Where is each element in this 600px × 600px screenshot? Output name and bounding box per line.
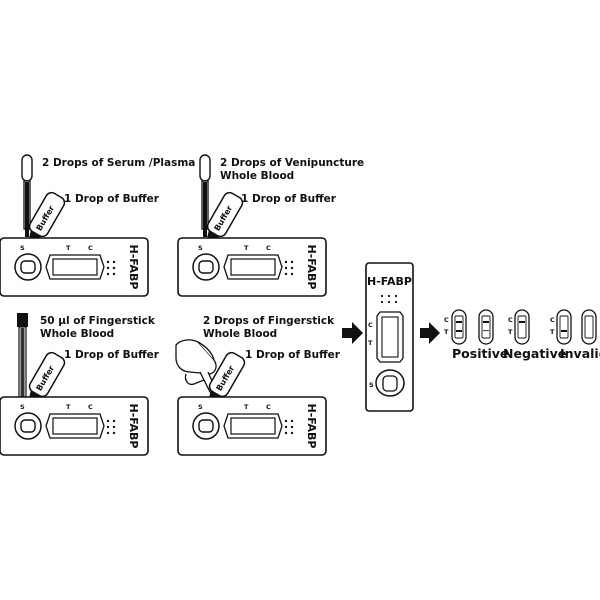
positive-strip-1 xyxy=(451,309,467,345)
cassette-brand: H-FABP xyxy=(127,245,140,290)
buffer-instruction-label: 1 Drop of Buffer xyxy=(245,349,341,361)
test-marker: T xyxy=(244,244,249,252)
buffer-bottle-icon: Buffer xyxy=(201,349,248,408)
buffer-instruction-label: 1 Drop of Buffer xyxy=(241,193,337,205)
buffer-bottle-icon: Buffer xyxy=(21,189,68,248)
pipette-icon xyxy=(199,154,211,237)
buffer-bottle-icon: Buffer xyxy=(21,349,68,408)
panel-fingerstick-drops: 2 Drops of Fingerstick Whole Blood Buffe… xyxy=(175,315,341,456)
test-cassette: C T S H-FABP xyxy=(0,396,149,456)
sample-marker: S xyxy=(198,244,203,252)
result-invalid-label: Invalid xyxy=(560,346,600,361)
panel-venipuncture: 2 Drops of Venipuncture Whole Blood Buff… xyxy=(177,154,364,297)
sample-marker: S xyxy=(198,403,203,411)
arrow-right-icon xyxy=(342,322,363,344)
test-marker: T xyxy=(244,403,249,411)
vertical-test-cassette: H-FABP C T S xyxy=(365,262,414,412)
test-marker: T xyxy=(508,328,513,336)
test-marker: T xyxy=(66,244,71,252)
sample-instruction-label: 2 Drops of Fingerstick xyxy=(203,315,335,327)
pipette-icon xyxy=(21,154,33,237)
sample-marker: S xyxy=(20,244,25,252)
sample-instruction-label: 2 Drops of Venipuncture xyxy=(220,157,364,169)
invalid-strip-1 xyxy=(556,309,572,345)
control-marker: C xyxy=(444,316,449,324)
sample-marker: S xyxy=(369,381,374,389)
control-marker: C xyxy=(550,316,555,324)
result-positive-group: C T Positive xyxy=(444,309,508,361)
test-marker: T xyxy=(444,328,449,336)
panel-fingerstick-capillary: 50 µl of Fingerstick Whole Blood Buffer … xyxy=(0,313,160,456)
control-marker: C xyxy=(368,321,373,329)
negative-strip xyxy=(514,309,530,345)
test-marker: T xyxy=(368,339,373,347)
test-cassette: C T S H-FABP xyxy=(177,396,327,456)
test-marker: T xyxy=(66,403,71,411)
sample-instruction-label-2: Whole Blood xyxy=(203,328,277,340)
control-marker: C xyxy=(266,403,271,411)
buffer-instruction-label: 1 Drop of Buffer xyxy=(64,193,160,205)
cassette-brand: H-FABP xyxy=(305,404,318,449)
buffer-bottle-icon: Buffer xyxy=(199,189,246,248)
control-marker: C xyxy=(88,403,93,411)
capillary-tube-icon xyxy=(17,313,28,400)
cassette-brand: H-FABP xyxy=(127,404,140,449)
arrow-right-icon xyxy=(420,322,440,344)
positive-strip-2 xyxy=(478,309,494,345)
sample-marker: S xyxy=(20,403,25,411)
sample-instruction-label-2: Whole Blood xyxy=(220,170,294,182)
test-cassette: C T S H-FABP xyxy=(0,237,149,297)
buffer-instruction-label: 1 Drop of Buffer xyxy=(64,349,160,361)
sample-instruction-label: 2 Drops of Serum /Plasma xyxy=(42,157,195,169)
control-marker: C xyxy=(266,244,271,252)
sample-instruction-label-2: Whole Blood xyxy=(40,328,114,340)
result-negative-label: Negative xyxy=(503,346,566,361)
control-marker: C xyxy=(508,316,513,324)
control-marker: C xyxy=(88,244,93,252)
cassette-brand: H-FABP xyxy=(305,245,318,290)
test-marker: T xyxy=(550,328,555,336)
invalid-strip-2 xyxy=(581,309,597,345)
result-positive-label: Positive xyxy=(452,346,508,361)
result-negative-group: C T Negative xyxy=(503,309,566,361)
vertical-cassette-brand: H-FABP xyxy=(367,275,412,288)
panel-serum-plasma: 2 Drops of Serum /Plasma Buffer 1 Drop o… xyxy=(0,154,195,297)
result-invalid-group: C T Invalid xyxy=(550,309,600,361)
test-cassette: C T S H-FABP xyxy=(177,237,327,297)
sample-instruction-label: 50 µl of Fingerstick xyxy=(40,315,156,327)
